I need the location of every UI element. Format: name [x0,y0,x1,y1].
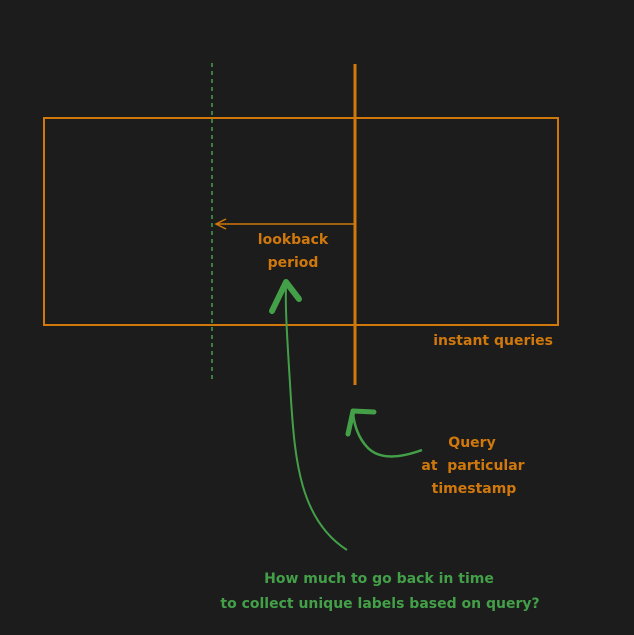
query-timestamp-arrow [345,408,423,458]
lookback-label-line1: lookback [258,232,329,248]
query-label-line1: Query [448,435,495,451]
instant-queries-label: instant queries [433,333,553,349]
lookback-label-line2: period [268,255,319,271]
instant-queries-box [43,117,559,326]
question-label-line2: to collect unique labels based on query? [220,596,539,612]
question-label-line1: How much to go back in time [264,571,494,587]
lookback-question-arrow [269,279,348,551]
query-label-line2: at particular [421,458,524,474]
lookback-arrow [214,218,354,230]
query-label-line3: timestamp [432,481,517,497]
